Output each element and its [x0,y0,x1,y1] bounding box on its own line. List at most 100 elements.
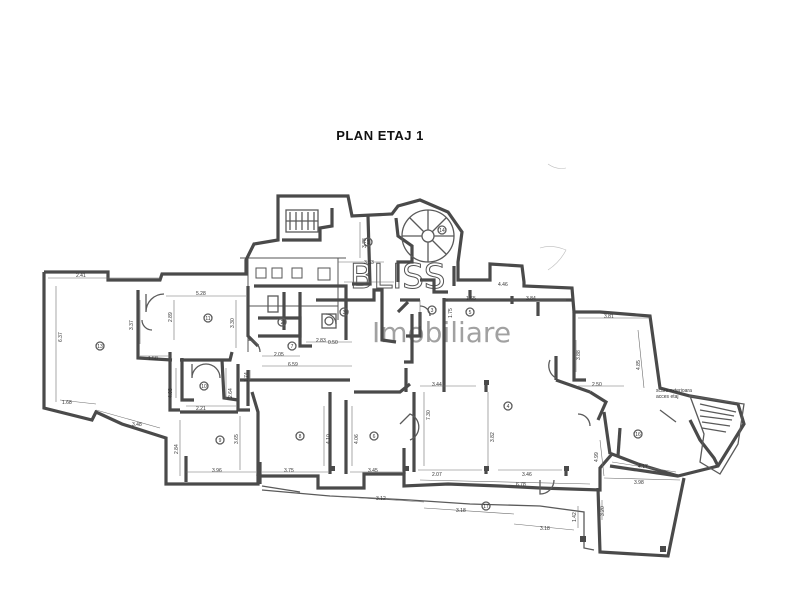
sink-icon [267,295,337,329]
room-number: 5 [469,310,472,316]
room-marker: 16 [633,429,643,439]
dim-label: 4.17 [638,464,648,470]
dim-label: 0.50 [328,340,338,346]
door-icons [141,293,677,495]
dim-label: 3.53 [364,260,374,266]
room-number: 14 [439,228,445,234]
dimension-lines [48,222,681,531]
dim-label: 3.98 [634,480,644,486]
dim-label: 6.59 [288,362,298,368]
room-marker: 2 [277,317,287,327]
dim-label: 3.18 [540,526,550,532]
dim-label: 3.37 [129,320,135,330]
faint-marks [539,163,567,271]
dim-label: 3.18 [456,508,466,514]
dim-label: 1.65 [466,296,476,302]
dim-label: 3.84 [526,296,536,302]
dim-label: 2.89 [168,312,174,322]
dim-label: 2.83 [316,338,326,344]
watermark-line2: Imobiliare [372,316,511,349]
dim-label: 3.88 [576,350,582,360]
dim-label: 3.82 [490,432,496,442]
dimension-labels: 2.41 5.28 3.37 2.89 3.30 6.37 1.58 1.68 … [58,238,648,532]
room-marker: 3 [427,305,437,315]
room-marker: 7 [287,341,297,351]
column-marks [330,380,666,552]
room-marker: 4 [503,401,513,411]
room-number: 2 [281,320,284,326]
dim-label: 1.74 [244,372,250,382]
dim-label: 4.06 [354,434,360,444]
terrace-outline [261,485,595,551]
dim-label: 4.85 [636,360,642,370]
dim-label: 3.30 [230,318,236,328]
dim-label: 3.75 [284,468,294,474]
room-number: 13 [97,344,103,350]
dim-label: 2.05 [274,352,284,358]
room-marker: 17 [481,501,491,511]
room-markers: 13 11 10 9 8 6 7 2 3 1 14 3 5 4 16 17 [95,225,643,511]
exterior-stair-note: scara exterioara acces etaj [656,388,692,400]
watermark-logo-icon [240,257,346,352]
dim-label: 2.50 [592,382,602,388]
dim-label: 2.64 [228,388,234,398]
dim-label: 1.42 [572,512,578,522]
dim-label: 4.99 [594,452,600,462]
dim-label: 2.07 [432,472,442,478]
dim-label: 3.45 [368,468,378,474]
note-line1: scara exterioara [656,388,692,394]
dim-label: 3.46 [522,472,532,478]
room-marker: 8 [295,431,305,441]
room-marker: 11 [203,313,213,323]
room-number: 16 [635,432,641,438]
dim-label: 1.75 [448,308,454,318]
stair-icon [285,209,319,233]
dim-label: 3.48 [132,422,142,428]
dim-label: 4.08 [168,388,174,398]
outer-walls [42,194,746,558]
room-number: 9 [219,438,222,444]
spiral-stair-icon [401,209,455,263]
dim-label: 3.44 [432,382,442,388]
dim-label: 2.41 [76,273,86,279]
exterior-stair-icon [689,395,745,475]
room-number: 3 [431,308,434,314]
page-title: PLAN ETAJ 1 [336,128,424,143]
dim-label: 1.58 [148,356,158,362]
room-number: 6 [373,434,376,440]
dim-label: 4.10 [326,434,332,444]
dim-label: 3.81 [604,314,614,320]
watermark: BLISS Imobiliare [240,257,511,352]
dim-label: 3.65 [234,434,240,444]
room-number: 8 [299,434,302,440]
dim-label: 3.12 [376,496,386,502]
dim-label: 5.28 [196,291,206,297]
room-number: 11 [205,316,210,322]
dim-label: 1.68 [62,400,72,406]
room-number: 10 [201,384,207,390]
dim-label: 4.46 [498,282,508,288]
dim-label: 6.37 [58,332,64,342]
note-line2: acces etaj [656,394,679,400]
room-number: 17 [483,504,489,510]
room-marker: 14 [437,225,447,235]
room-marker: 6 [369,431,379,441]
dim-label: 3.78 [362,238,368,248]
room-number: 1 [367,240,370,246]
dim-label: 6.78 [516,482,526,488]
room-number: 7 [291,344,294,350]
dim-label: 3.96 [212,468,222,474]
interior-walls [136,208,720,478]
room-marker: 3 [339,307,349,317]
room-number: 4 [507,404,510,410]
dim-label: 3.20 [600,506,606,516]
room-marker: 1 [363,237,373,247]
room-marker: 13 [95,341,105,351]
dim-label: 2.84 [174,444,180,454]
dim-label: 7.30 [426,410,432,420]
room-marker: 9 [215,435,225,445]
room-marker: 10 [199,381,209,391]
room-number: 3 [343,310,346,316]
dim-label: 2.21 [196,406,206,412]
